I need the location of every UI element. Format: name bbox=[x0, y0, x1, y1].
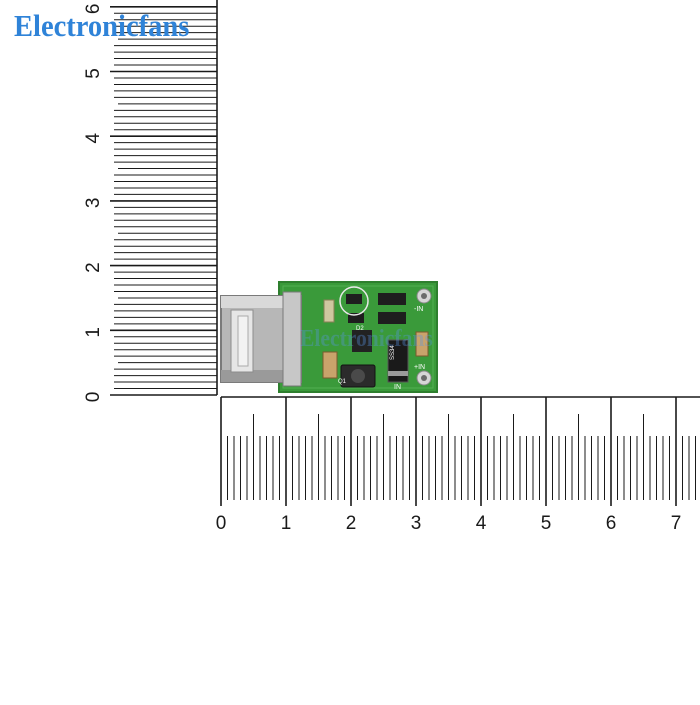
vertical-ruler-label: 3 bbox=[83, 198, 104, 209]
silk-plus-in: +IN bbox=[414, 364, 425, 371]
usb-flange bbox=[282, 291, 302, 387]
smd-component bbox=[346, 294, 362, 304]
vertical-ruler-label: 1 bbox=[83, 327, 104, 338]
silk-minus-in: -IN bbox=[414, 306, 423, 313]
inductor-core bbox=[351, 369, 365, 383]
horizontal-ruler-label: 6 bbox=[606, 513, 617, 534]
diode-band bbox=[388, 371, 408, 376]
usb-tongue bbox=[237, 315, 249, 367]
usb-shield-bottom bbox=[221, 370, 301, 382]
vertical-ruler-label: 4 bbox=[83, 132, 104, 143]
vertical-ruler-label: 6 bbox=[83, 4, 104, 15]
vertical-ruler-label: 0 bbox=[83, 392, 104, 403]
smd-capacitor bbox=[323, 299, 335, 323]
smd-component bbox=[348, 313, 364, 323]
horizontal-ruler: 0 1 2 3 4 5 6 7 bbox=[216, 396, 700, 534]
silk-part: D2 bbox=[356, 326, 364, 332]
watermark-logo: Electronicfans bbox=[300, 326, 433, 352]
horizontal-ruler-label: 1 bbox=[281, 513, 292, 534]
vertical-ruler: 0 1 2 3 4 5 6 bbox=[83, 0, 218, 403]
horizontal-ruler-label: 2 bbox=[346, 513, 357, 534]
horizontal-ruler-label: 3 bbox=[411, 513, 422, 534]
horizontal-ruler-label: 7 bbox=[671, 513, 682, 534]
smd-capacitor bbox=[415, 331, 429, 357]
smd-capacitor bbox=[322, 351, 338, 379]
silkscreen-outline bbox=[339, 286, 369, 316]
brand-logo: Electronicfans bbox=[14, 8, 190, 43]
horizontal-ruler-label: 4 bbox=[476, 513, 487, 534]
horizontal-ruler-label: 5 bbox=[541, 513, 552, 534]
vertical-ruler-label: 2 bbox=[83, 262, 104, 273]
silk-part: SS34 bbox=[390, 345, 396, 360]
smd-component bbox=[378, 293, 406, 305]
silk-part: Q1 bbox=[338, 379, 347, 385]
vertical-ruler-label: 5 bbox=[83, 68, 104, 79]
usb-shield-top bbox=[221, 296, 301, 308]
silk-in: IN bbox=[394, 384, 401, 391]
horizontal-ruler-label: 0 bbox=[216, 513, 227, 534]
ic-chip bbox=[352, 330, 372, 352]
smd-component bbox=[378, 312, 406, 324]
